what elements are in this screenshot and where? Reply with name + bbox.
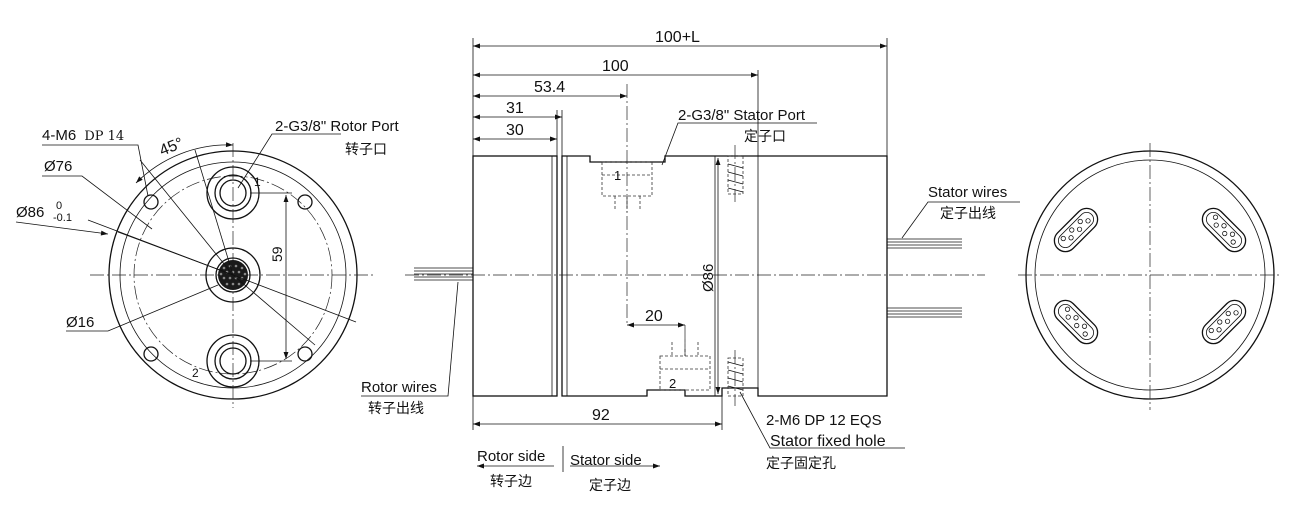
fixed-hole-top [727,155,744,195]
stator-port-2-hidden [659,339,711,391]
dim-92-label: 92 [592,407,610,424]
stator-port-label: 2-G3/8" Stator Port [678,107,806,124]
center-hub [205,247,261,303]
rotor-body [472,155,558,397]
dim-59-label: 59 [269,246,285,262]
front-port-2-label: 2 [192,366,199,380]
center-bore-d16 [215,257,251,293]
fixed-hole-bottom [727,357,744,397]
dim-53-4-label: 53.4 [534,79,565,96]
dim-30-label: 30 [506,122,524,139]
stator-wires-cn-label: 定子出线 [940,206,996,222]
angle-45-label: 45° [157,135,186,160]
mount-holes-label: 4-M6 DP 14 [42,127,124,144]
stator-wires-label: Stator wires [928,184,1007,201]
rear-view [1018,143,1282,410]
front-view: 45° 59 4-M6 DP 14 Ø76 Ø86 0 -0.1 Ø16 2-G… [15,118,400,408]
rotor-wires-cn-label: 转子出线 [368,401,424,417]
stator-port-cn-label: 定子口 [744,129,786,145]
mount-hole-tl [143,194,159,210]
dim-100-label: 100 [602,58,629,75]
rotor-side-label: Rotor side [477,448,545,465]
d86-tol-lower: -0.1 [53,212,72,224]
stator-body [561,155,888,397]
wire-slot-br [1201,299,1247,345]
rotor-wires-label: Rotor wires [361,379,437,396]
dim-31-label: 31 [506,100,524,117]
stator-wires-upper [887,238,962,249]
rotor-port-cn-label: 转子口 [345,142,387,158]
dim-20-label: 20 [645,308,663,325]
stator-port-2-number: 2 [669,376,676,391]
fixed-hole-cn-label: 定子固定孔 [766,456,836,472]
d16-label: Ø16 [66,314,94,331]
wire-slot-tr [1201,207,1247,253]
rotor-side-cn-label: 转子边 [490,474,532,490]
rotor-wires [414,267,473,281]
d76-label: Ø76 [44,158,72,175]
d86-tol-upper: 0 [56,200,62,212]
stator-side-label: Stator side [570,452,642,469]
dim-d86-side-label: Ø86 [700,264,717,292]
stator-side-cn-label: 定子边 [589,478,631,494]
fixed-hole-spec-label: 2-M6 DP 12 EQS [766,412,882,429]
wire-slot-bl [1053,299,1099,345]
fixed-hole-name-label: Stator fixed hole [770,433,886,450]
dim-100L-label: 100+L [655,29,700,46]
stator-port-1-number: 1 [614,168,621,183]
mount-hole-tr [297,194,313,210]
stator-wires-lower [887,307,962,318]
angle-45-arc [135,142,234,184]
rotor-port-label: 2-G3/8" Rotor Port [275,118,400,135]
mount-hole-br [297,346,313,362]
front-port-1-label: 1 [254,175,261,189]
mount-hole-bl [143,346,159,362]
wire-slot-tl [1053,207,1099,253]
d86-label: Ø86 [16,204,44,221]
side-view: 1 2 100+L 100 53.4 31 30 20 92 Ø86 [361,29,1020,494]
